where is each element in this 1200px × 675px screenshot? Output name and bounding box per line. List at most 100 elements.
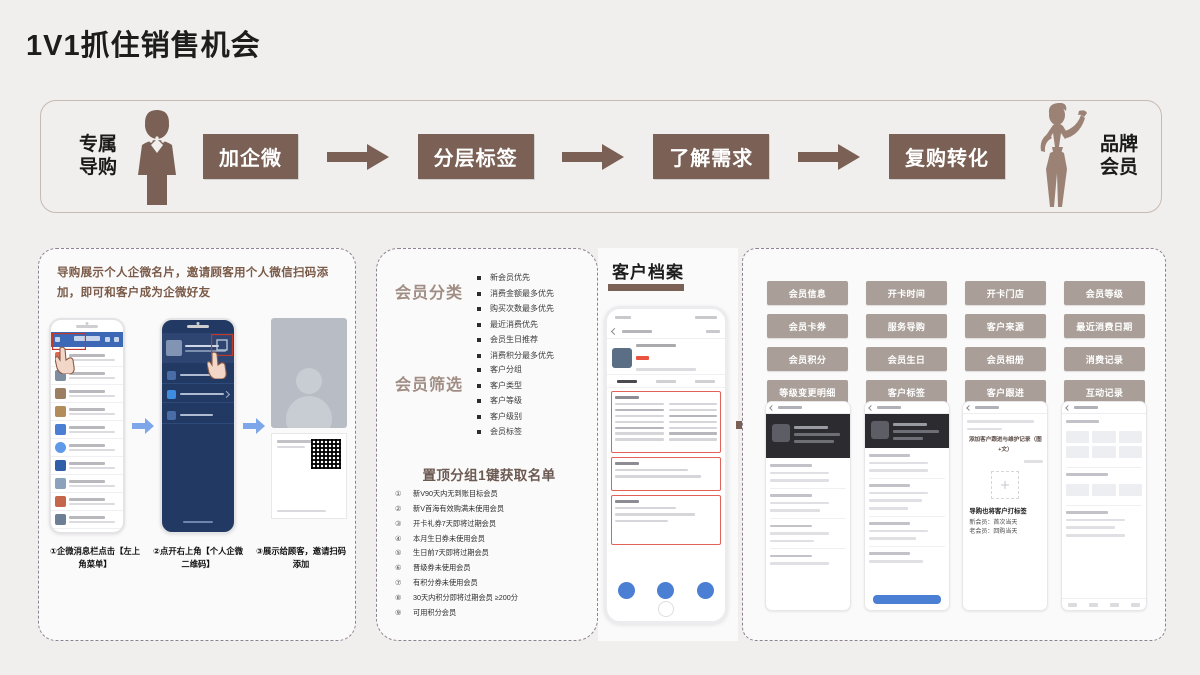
list-item[interactable]: [51, 475, 123, 493]
list-item-label: 新V首海有效购满未使用会员: [413, 503, 505, 513]
home-button[interactable]: [658, 601, 674, 617]
list-item: 最近消费优先: [477, 320, 554, 330]
tagging-note-title: 导购也将客户打标签: [969, 507, 1027, 515]
action-button-row[interactable]: [607, 582, 725, 599]
phone-member-info: [765, 401, 851, 611]
list-item[interactable]: [51, 493, 123, 511]
tag-chip[interactable]: 客户标签: [866, 380, 947, 404]
footer-label: [162, 510, 234, 528]
onboarding-captions: ①企微消息栏点击【左上角菜单】 ②点开右上角【个人企微二维码】 ③展示给顾客，邀…: [49, 545, 347, 571]
menu-item-2[interactable]: [162, 407, 234, 424]
arrow-right-icon: [326, 143, 389, 170]
tag-chip[interactable]: 开卡门店: [965, 281, 1046, 305]
primary-action-button[interactable]: [872, 595, 941, 604]
tab-item[interactable]: [1130, 602, 1140, 607]
list-item[interactable]: [51, 403, 123, 421]
back-icon[interactable]: [610, 327, 619, 336]
menu-item-1[interactable]: [162, 386, 234, 403]
chat-list[interactable]: [51, 349, 123, 532]
tag-chip[interactable]: 互动记录: [1064, 380, 1145, 404]
tab-orders[interactable]: [655, 379, 676, 383]
flow-bar: 专属 导购 加企微 分层标签: [40, 100, 1162, 213]
section-customer-follow: [611, 495, 721, 545]
caption-step-2: ②点开右上角【个人企微二维码】: [153, 546, 243, 569]
list-item[interactable]: [51, 457, 123, 475]
customer-card: [607, 341, 725, 375]
message-button[interactable]: [618, 582, 636, 599]
status-badge: [636, 356, 649, 361]
tab-item[interactable]: [1088, 602, 1098, 607]
call-button[interactable]: [657, 582, 675, 599]
flow-step-0[interactable]: 加企微: [203, 134, 298, 179]
list-item-label: 开卡礼券7天即将过期会员: [413, 518, 497, 528]
tag-chip[interactable]: 会员卡券: [767, 314, 848, 338]
tag-chip[interactable]: 最近消费日期: [1064, 314, 1145, 338]
list-item-number: ⑧: [395, 593, 402, 603]
tag-chip[interactable]: 服务导购: [866, 314, 947, 338]
flow-step-3[interactable]: 复购转化: [888, 134, 1005, 179]
more-button[interactable]: [696, 582, 714, 599]
list-item: 消费积分最多优先: [477, 351, 554, 361]
brand-member-icon: [1040, 102, 1087, 207]
nav-actions[interactable]: [706, 330, 720, 333]
tag-chip[interactable]: 会员积分: [767, 347, 848, 371]
list-item-label: 30天内积分即将过期会员 ≥200分: [413, 593, 518, 603]
menu-item-0[interactable]: [162, 367, 234, 384]
nav-title: [975, 406, 1000, 409]
list-item-label: 晋级券未使用会员: [413, 563, 471, 573]
list-item[interactable]: [51, 421, 123, 439]
member-filter-title: 会员筛选: [395, 377, 464, 394]
list-item[interactable]: [51, 367, 123, 385]
album-grid[interactable]: [1065, 428, 1142, 461]
tag-chip[interactable]: 等级变更明细: [767, 380, 848, 404]
tag-chip[interactable]: 会员生日: [866, 347, 947, 371]
cursor-hand-icon: [207, 351, 227, 379]
phone-chat-list: [49, 318, 125, 534]
list-item: 客户级别: [477, 412, 522, 422]
menu-icon[interactable]: [55, 337, 60, 342]
tab-item[interactable]: [1109, 602, 1119, 607]
cursor-hand-icon: [55, 346, 75, 374]
tag-chip[interactable]: 消费记录: [1064, 347, 1145, 371]
tag-chip[interactable]: 会员相册: [965, 347, 1046, 371]
list-item-number: ⑨: [395, 607, 402, 617]
highlight-box: [52, 333, 86, 350]
phone-follow-up-record: 添加客户跟进与维护记录（图+文） 导购也将客户打标签 新会员：首次当天 老会员：…: [962, 401, 1049, 611]
list-item[interactable]: [51, 385, 123, 403]
bottom-tab-bar[interactable]: [1061, 598, 1146, 610]
tag-chip[interactable]: 会员等级: [1064, 281, 1145, 305]
back-icon[interactable]: [1065, 404, 1071, 411]
tab-records[interactable]: [695, 379, 716, 383]
tag-chip[interactable]: 会员信息: [767, 281, 848, 305]
member-hero: [766, 414, 850, 458]
list-item[interactable]: [51, 511, 123, 529]
member-classification-list: 新会员优先 消费金额最多优先 购买次数最多优先 最近消费优先 会员生日推荐 消费…: [477, 273, 554, 366]
flow-step-1[interactable]: 分层标签: [417, 134, 534, 179]
tab-item[interactable]: [1067, 602, 1077, 607]
list-item: ⑧ 30天内积分即将过期会员 ≥200分: [395, 593, 585, 602]
tag-chip[interactable]: 客户跟进: [965, 380, 1046, 404]
list-item-label: 新V90天内无到账目标会员: [413, 489, 498, 498]
list-item-label: 本月生日券未使用会员: [413, 533, 485, 543]
tag-chip[interactable]: 开卡时间: [866, 281, 947, 305]
search-icon[interactable]: [105, 337, 110, 342]
back-icon[interactable]: [867, 404, 874, 411]
back-icon[interactable]: [769, 404, 775, 411]
tab-profile[interactable]: [616, 379, 637, 383]
phone-customer-profile: [604, 306, 728, 624]
album-grid[interactable]: [1065, 481, 1142, 499]
back-icon[interactable]: [966, 404, 973, 411]
tag-chip[interactable]: 客户来源: [965, 314, 1046, 338]
tab-bar[interactable]: [607, 375, 725, 388]
list-item-number: ③: [395, 518, 402, 528]
add-icon[interactable]: [114, 337, 119, 342]
list-item[interactable]: [51, 439, 123, 457]
flow-step-2[interactable]: 了解需求: [653, 134, 770, 179]
upload-image-button[interactable]: [991, 470, 1020, 499]
